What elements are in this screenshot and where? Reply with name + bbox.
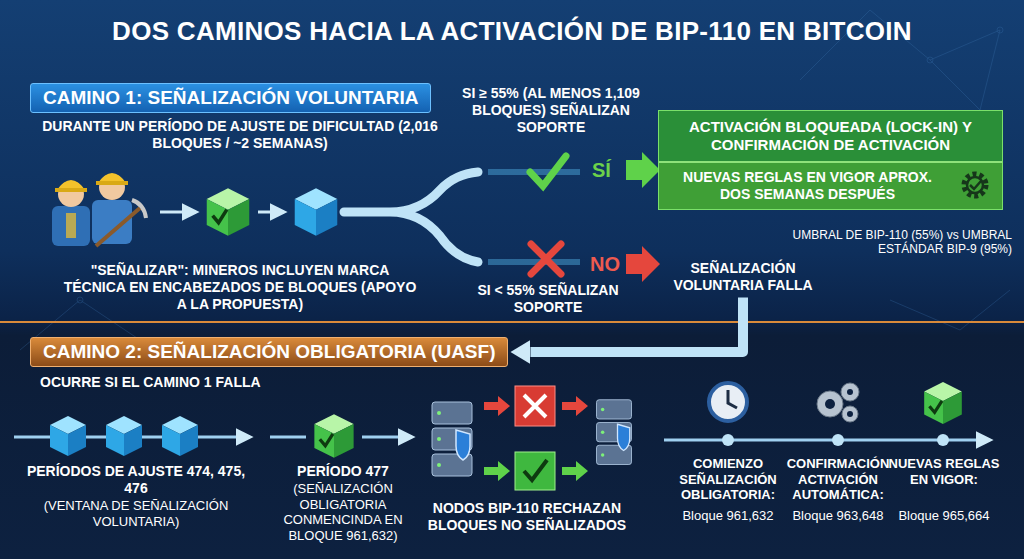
result-box: ACTIVACIÓN BLOQUEADA (LOCK-IN) Y CONFIRM… [658, 110, 1003, 210]
section-header: CAMINO 1: SEÑALIZACIÓN VOLUNTARIA [30, 83, 431, 113]
block [295, 188, 338, 235]
no-branch [488, 244, 660, 282]
label: CONFIRMACIÓN ACTIVACIÓN AUTOMÁTICA: [776, 456, 900, 503]
signaled-block [207, 188, 250, 235]
node-text: SEÑALIZACIÓN VOLUNTARIA FALLA [670, 260, 816, 294]
label: OCURRE SI EL CAMINO 1 FALLA [40, 374, 440, 391]
result-band: NUEVAS REGLAS EN VIGOR APROX. DOS SEMANA… [659, 161, 1002, 209]
node-text: CAMINO 2: SEÑALIZACIÓN OBLIGATORIA (UASF… [43, 341, 495, 363]
label: "SEÑALIZAR": MINEROS INCLUYEN MARCA TÉCN… [60, 262, 420, 312]
block-timeline [664, 382, 990, 446]
label: NO [590, 252, 630, 276]
diagram-title: DOS CAMINOS HACIA LA ACTIVACIÓN DE BIP-1… [112, 16, 912, 47]
yes-branch [488, 152, 660, 188]
label: COMIENZO SEÑALIZACIÓN OBLIGATORIA: [666, 456, 790, 503]
label: Bloque 963,648 [776, 508, 900, 524]
label: UMBRAL DE BIP-110 (55%) vs UMBRAL ESTÁND… [790, 228, 1012, 257]
section-divider [0, 321, 1024, 323]
node-text: NUEVAS REGLAS EN VIGOR APROX. DOS SEMANA… [669, 169, 946, 203]
label: SÍ [592, 158, 632, 182]
node-text: ACTIVACIÓN BLOQUEADA (LOCK-IN) Y CONFIRM… [659, 111, 1002, 161]
node-rejection [432, 386, 632, 490]
period-timeline [14, 414, 412, 458]
miners [52, 173, 146, 246]
gear-icon [958, 168, 992, 202]
label: DURANTE UN PERÍODO DE AJUSTE DE DIFICULT… [20, 118, 460, 152]
label: SI ≥ 55% (AL MENOS 1,109 BLOQUES) SEÑALI… [462, 85, 640, 135]
label: Bloque 965,664 [884, 508, 1004, 524]
label: PERÍODOS DE AJUSTE 474, 475, 476 [20, 463, 252, 497]
label: Bloque 961,632 [666, 508, 790, 524]
label: PERÍODO 477 [258, 463, 428, 480]
label: (SEÑALIZACIÓN OBLIGATORIA CONMENCINDA EN… [255, 481, 431, 543]
label: NODOS BIP-110 RECHAZAN BLOQUES NO SEÑALI… [420, 500, 634, 534]
label: NUEVAS REGLAS EN VIGOR: [884, 456, 1004, 487]
label: (VENTANA DE SEÑALIZACIÓN VOLUNTARIA) [20, 498, 252, 529]
fork-arrow [344, 172, 478, 262]
section-header: CAMINO 2: SEÑALIZACIÓN OBLIGATORIA (UASF… [30, 337, 508, 367]
network-texture [20, 10, 1010, 350]
outcome-box: SEÑALIZACIÓN VOLUNTARIA FALLA [668, 258, 818, 296]
node-text: CAMINO 1: SEÑALIZACIÓN VOLUNTARIA [43, 87, 418, 109]
label: SI < 55% SEÑALIZAN SOPORTE [458, 282, 638, 316]
